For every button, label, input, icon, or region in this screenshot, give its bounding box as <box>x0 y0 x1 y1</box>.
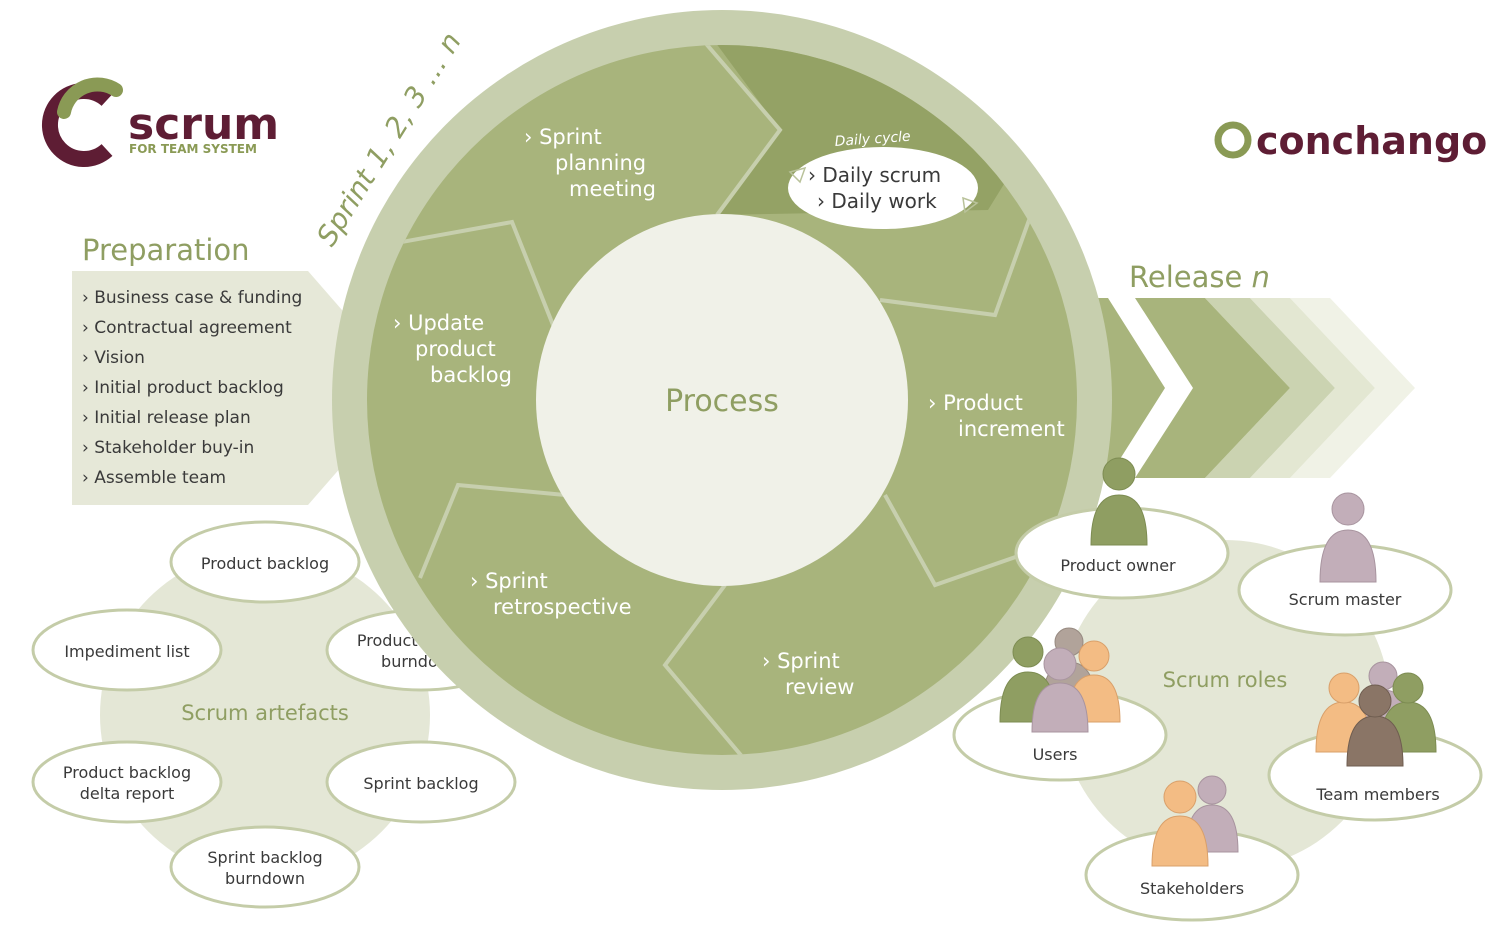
step-update-line-1: › Update <box>393 311 484 335</box>
daily-cycle-arrow-right-icon <box>962 196 979 214</box>
scrum-logo: scrum FOR TEAM SYSTEM <box>42 77 279 167</box>
process-center <box>536 214 908 586</box>
artefact-sprint-burndown-label-1: Sprint backlog <box>207 848 322 867</box>
artefact-sprint-backlog-burndown[interactable]: Sprint backlog burndown <box>169 825 361 909</box>
artefact-delta-label-2: delta report <box>80 784 174 803</box>
role-users-label: Users <box>1033 745 1078 764</box>
role-stakeholders[interactable]: Stakeholders <box>1084 775 1300 922</box>
role-team-members-label: Team members <box>1315 785 1439 804</box>
step-update-backlog: › Update product backlog <box>393 311 512 387</box>
preparation-list: › Business case & funding › Contractual … <box>82 288 302 488</box>
step-planning-line-1: › Sprint <box>524 125 602 149</box>
daily-cycle-arrow-left-icon <box>788 166 807 184</box>
release-title: Release n <box>1129 260 1270 294</box>
border-increment-review <box>883 494 1051 588</box>
artefact-sprint-backlog-label: Sprint backlog <box>363 774 478 793</box>
scrum-logo-word: scrum <box>128 99 279 150</box>
artefact-impediment-label: Impediment list <box>64 642 189 661</box>
conchango-logo-mark-icon <box>1214 121 1252 159</box>
product-owner-person-icon <box>1090 457 1148 546</box>
stakeholders-group-icon <box>1151 775 1239 867</box>
scrum-master-person-icon <box>1319 492 1377 583</box>
daily-cycle: Daily cycle › Daily scrum › Daily work <box>788 129 979 229</box>
roles-title: Scrum roles <box>1163 668 1288 692</box>
step-increment-line-1: › Product <box>928 391 1023 415</box>
step-retro-line-1: › Sprint <box>470 569 548 593</box>
prep-item-assemble-team: › Assemble team <box>82 468 226 488</box>
border-daily-increment <box>879 194 1040 318</box>
role-team-members[interactable]: Team members <box>1267 661 1483 822</box>
step-review-line-1: › Sprint <box>762 649 840 673</box>
artefact-product-backlog-label: Product backlog <box>201 554 329 573</box>
step-update-line-2: product <box>415 337 496 361</box>
role-stakeholders-label: Stakeholders <box>1140 879 1244 898</box>
daily-scrum-item: › Daily scrum <box>808 163 941 187</box>
artefacts-cluster: Scrum artefacts Product backlog Impedime… <box>31 520 517 909</box>
preparation-arrow <box>72 271 410 505</box>
prep-item-contract: › Contractual agreement <box>82 318 292 338</box>
artefacts-title: Scrum artefacts <box>181 701 349 725</box>
step-update-line-3: backlog <box>430 363 512 387</box>
border-update-planning <box>384 219 557 331</box>
prep-item-release-plan: › Initial release plan <box>82 408 251 428</box>
scrum-logo-accent-icon <box>57 77 123 119</box>
step-review-line-2: review <box>785 675 854 699</box>
process-label: Process <box>665 384 779 419</box>
artefact-sprint-backlog[interactable]: Sprint backlog <box>325 740 517 824</box>
preparation-title: Preparation <box>82 233 250 267</box>
prep-item-business-case: › Business case & funding <box>82 288 302 308</box>
step-product-increment: › Product increment <box>928 391 1065 441</box>
scrum-logo-sub: FOR TEAM SYSTEM <box>129 142 257 156</box>
border-planning-daily <box>688 45 783 217</box>
step-planning-line-2: planning <box>555 151 646 175</box>
artefact-product-backlog[interactable]: Product backlog <box>169 520 361 604</box>
role-product-owner-label: Product owner <box>1060 556 1176 575</box>
role-users[interactable]: Users <box>952 627 1168 782</box>
step-sprint-planning: › Sprint planning meeting <box>524 125 656 201</box>
prep-item-buy-in: › Stakeholder buy-in <box>82 438 254 458</box>
role-scrum-master-label: Scrum master <box>1289 590 1402 609</box>
artefact-delta-report[interactable]: Product backlog delta report <box>31 740 223 824</box>
step-retro-line-2: retrospective <box>493 595 632 619</box>
border-review-retro <box>662 583 747 755</box>
border-retro-update <box>418 482 566 579</box>
daily-work-item: › Daily work <box>817 189 937 213</box>
step-planning-line-3: meeting <box>569 177 656 201</box>
release-chevrons: Release n <box>1090 260 1415 478</box>
prep-item-initial-backlog: › Initial product backlog <box>82 378 284 398</box>
team-members-group-icon <box>1315 661 1437 767</box>
scrum-logo-mark-icon <box>42 83 113 167</box>
daily-cycle-label: Daily cycle <box>834 129 911 150</box>
preparation-panel: Preparation › Business case & funding › … <box>72 233 410 505</box>
prep-item-vision: › Vision <box>82 348 145 368</box>
sprint-cycle-arrow-icon <box>1076 179 1086 190</box>
step-sprint-retrospective: › Sprint retrospective <box>470 569 632 619</box>
role-scrum-master[interactable]: Scrum master <box>1237 492 1453 637</box>
conchango-logo: conchango <box>1214 119 1487 163</box>
artefact-impediment-list[interactable]: Impediment list <box>31 608 223 692</box>
step-increment-line-2: increment <box>958 417 1065 441</box>
artefact-delta-label-1: Product backlog <box>63 763 191 782</box>
role-product-owner[interactable]: Product owner <box>1014 457 1230 600</box>
step-sprint-review: › Sprint review <box>762 649 854 699</box>
roles-cluster: Scrum roles Product owner Scrum master <box>952 457 1483 922</box>
daily-cycle-bubble <box>788 147 978 229</box>
users-group-icon <box>999 627 1121 733</box>
artefact-sprint-burndown-label-2: burndown <box>225 869 305 888</box>
conchango-logo-word: conchango <box>1256 119 1487 163</box>
